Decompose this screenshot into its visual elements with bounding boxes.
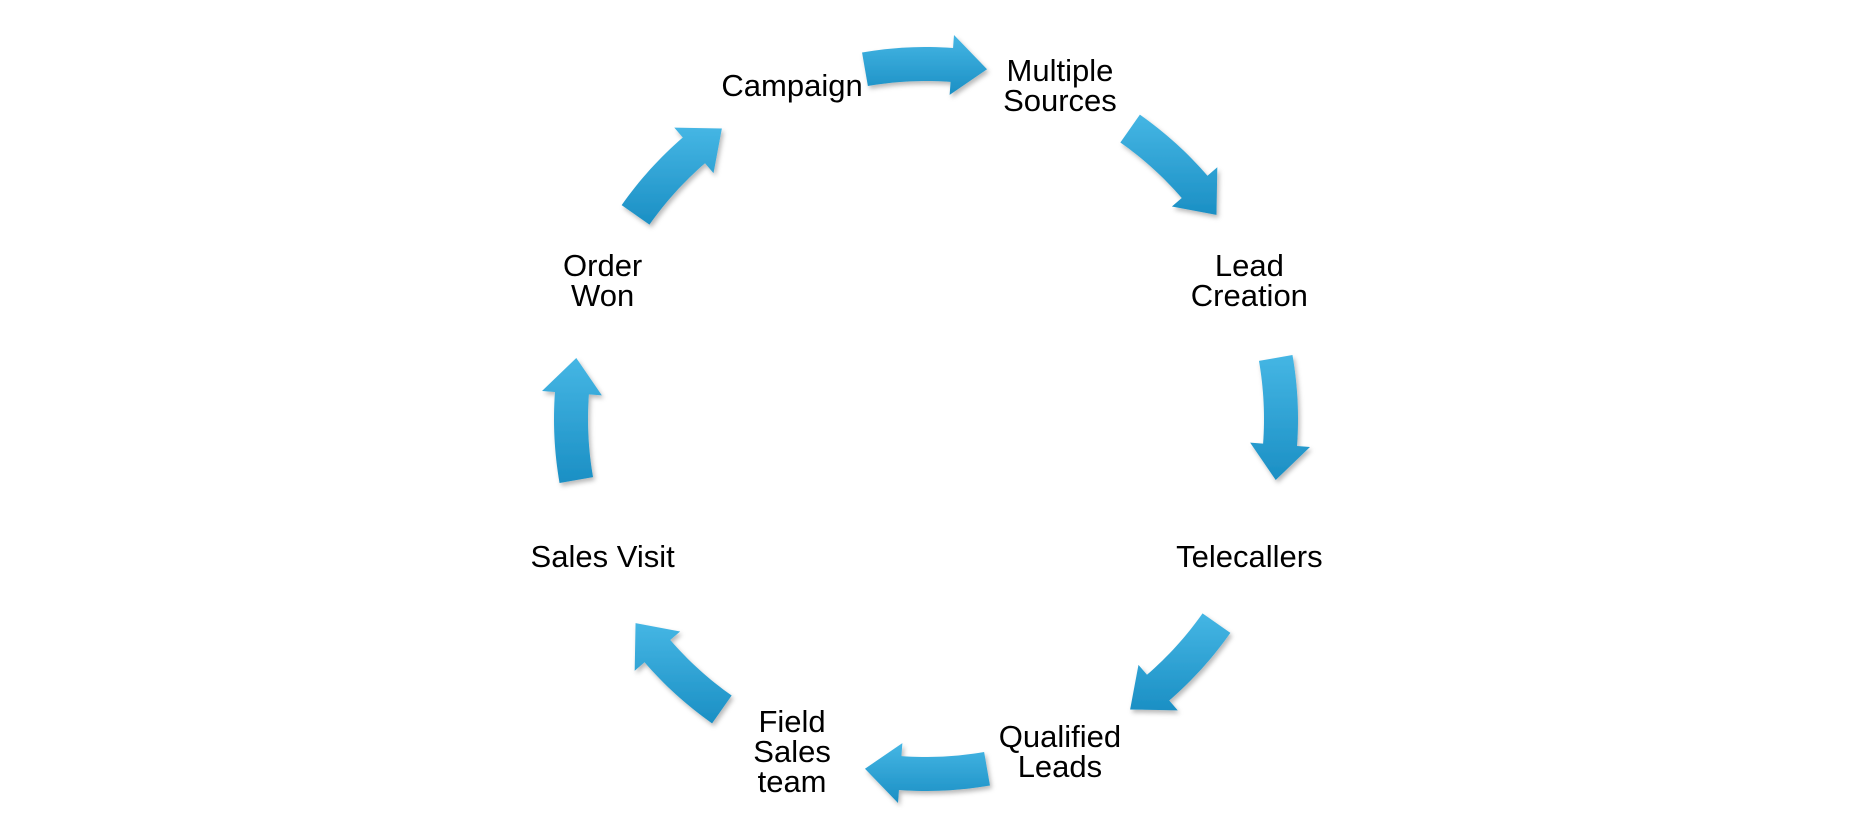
node-label-line: Sales xyxy=(753,733,831,769)
arrow-telecallers-to-qualified-leads xyxy=(1130,613,1231,711)
node-label-line: team xyxy=(757,763,827,799)
node-label-line: Campaign xyxy=(721,68,863,104)
arrow-field-sales-team-to-sales-visit xyxy=(634,623,732,724)
arrow-qualified-leads-to-field-sales-team xyxy=(864,743,990,803)
node-label-line: Won xyxy=(571,278,635,314)
node-label-line: Field xyxy=(758,703,826,739)
arrow-sales-visit-to-order-won xyxy=(542,357,602,483)
node-label-line: Sources xyxy=(1003,83,1117,119)
arrow-order-won-to-campaign xyxy=(621,127,722,225)
node-label-line: Lead xyxy=(1214,248,1284,284)
node-label-line: Leads xyxy=(1017,748,1103,784)
arrow-lead-creation-to-telecallers xyxy=(1250,355,1310,481)
node-label-telecallers: Telecallers xyxy=(1176,538,1323,574)
node-label-sales-visit: Sales Visit xyxy=(530,538,675,574)
node-label-line: Telecallers xyxy=(1176,538,1323,574)
node-label-line: Qualified xyxy=(998,718,1122,754)
arrow-multiple-sources-to-lead-creation xyxy=(1120,114,1218,215)
node-label-line: Multiple xyxy=(1006,53,1114,89)
node-label-line: Order xyxy=(563,248,643,284)
arrow-campaign-to-multiple-sources xyxy=(862,35,988,95)
node-label-campaign: Campaign xyxy=(721,68,863,104)
node-label-line: Sales Visit xyxy=(530,538,675,574)
node-label-line: Creation xyxy=(1190,278,1308,314)
